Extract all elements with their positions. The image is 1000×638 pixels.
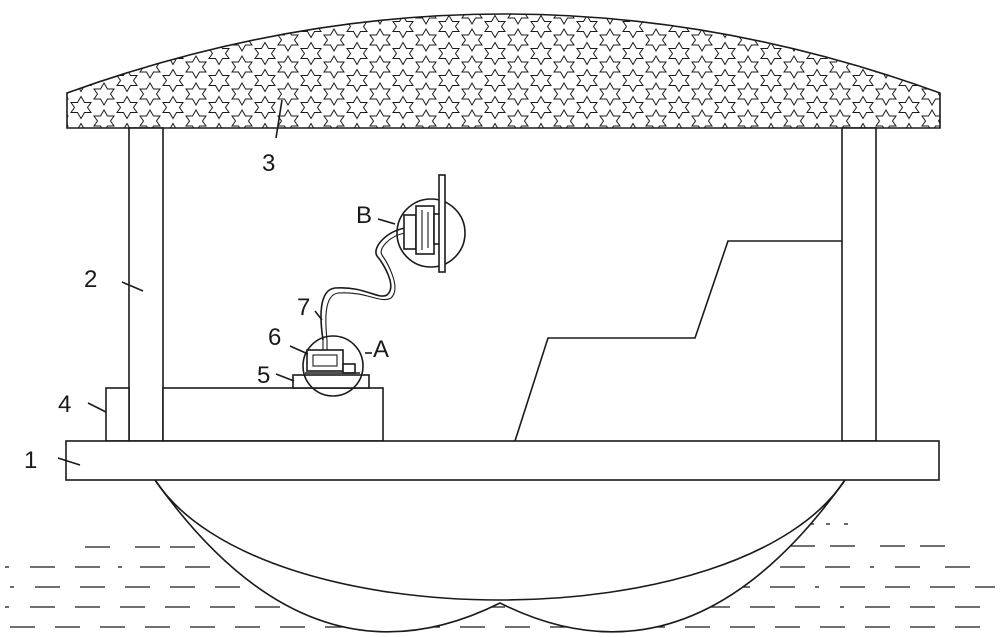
label-4: 4	[58, 391, 71, 418]
label-a: A	[373, 336, 389, 363]
label-1: 1	[24, 447, 37, 474]
clamp-block	[403, 214, 417, 250]
label-6: 6	[268, 324, 281, 351]
label-b: B	[356, 202, 372, 229]
stepped-backrest	[514, 240, 842, 442]
label-5: 5	[257, 362, 270, 389]
detail-circle-a	[302, 335, 364, 397]
detail-circle-b	[396, 198, 466, 268]
label-3: 3	[262, 150, 275, 177]
table-block	[162, 387, 384, 442]
leader-lines	[57, 99, 396, 466]
base-plate	[292, 374, 370, 389]
deck-platform	[65, 440, 940, 481]
hull	[154, 479, 846, 633]
side-block	[105, 387, 130, 442]
cable	[320, 227, 406, 341]
left-post	[128, 127, 164, 442]
component-clip	[342, 363, 356, 374]
cable-inner	[325, 232, 406, 341]
component-housing	[306, 349, 344, 372]
label-7: 7	[297, 294, 310, 321]
hull-curve	[154, 479, 846, 601]
component-inner	[312, 354, 338, 367]
clamp-body	[415, 205, 435, 255]
right-post	[841, 127, 877, 442]
label-2: 2	[84, 266, 97, 293]
roof-canopy	[66, 13, 941, 129]
phone-plate	[438, 174, 446, 273]
